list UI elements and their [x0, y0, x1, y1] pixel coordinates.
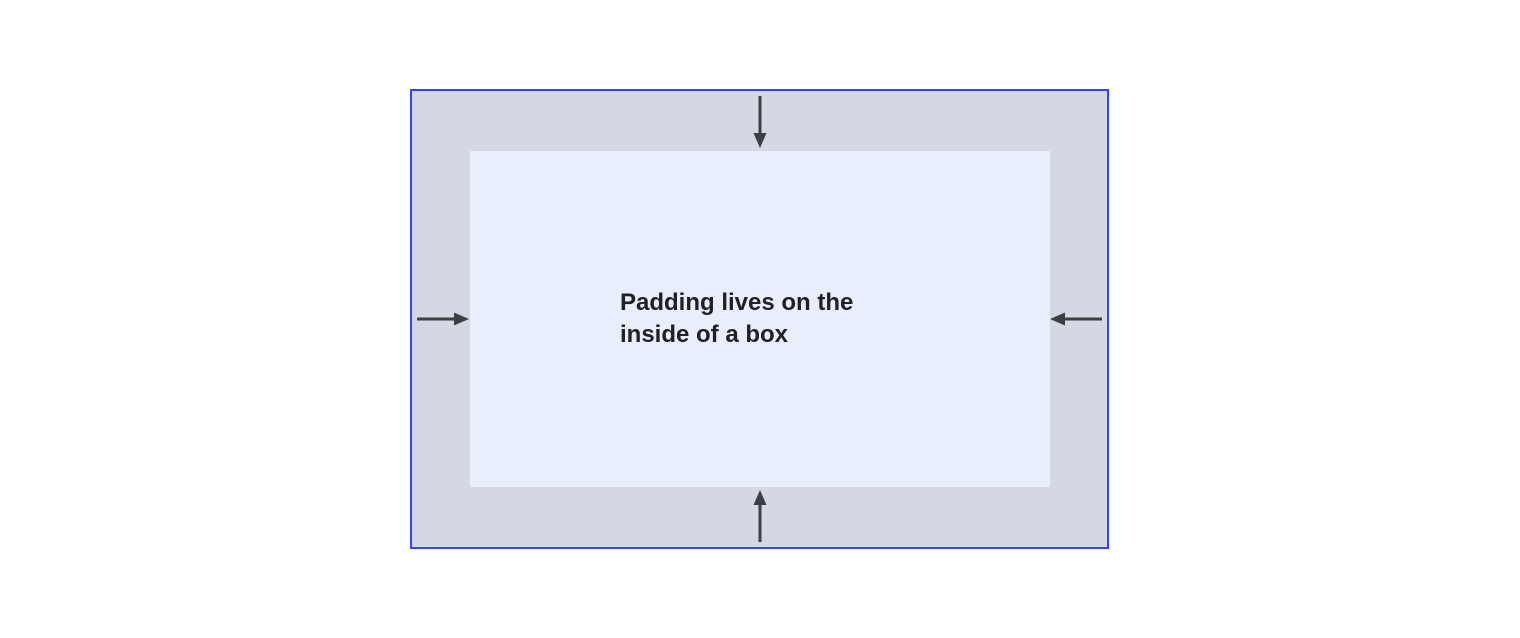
content-box: Padding lives on the inside of a box [470, 151, 1050, 487]
arrow-right-icon [417, 311, 469, 327]
arrow-down-icon [752, 96, 768, 148]
arrow-left-icon [1050, 311, 1102, 327]
padding-box: Padding lives on the inside of a box [410, 89, 1109, 549]
content-box-label: Padding lives on the inside of a box [620, 289, 854, 348]
arrow-up-icon [752, 490, 768, 542]
